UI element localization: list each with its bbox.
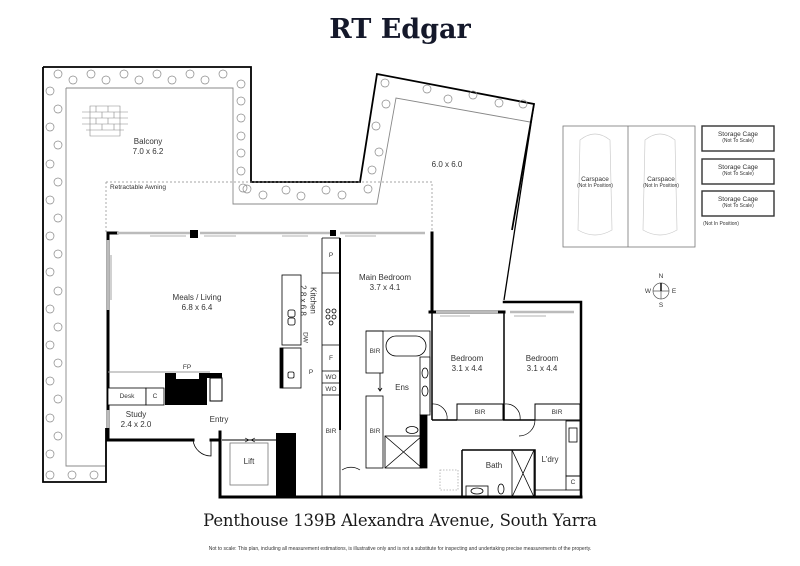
laundry-cupboard-label: C — [570, 479, 576, 486]
ensuite-label: Ens — [395, 383, 409, 392]
bir-label-main-1: BIR — [369, 348, 381, 355]
room-dims: 3.1 x 4.4 — [451, 363, 483, 373]
terrace-label: 6.0 x 6.0 — [432, 160, 463, 170]
storage-name: Storage Cage — [717, 196, 759, 203]
storage-cage-3-label: Storage Cage (Not To Scale) — [718, 196, 758, 210]
bath-label: Bath — [485, 461, 503, 470]
lift-label: Lift — [243, 457, 255, 466]
ensuite — [365, 330, 431, 469]
compass-south: S — [658, 302, 664, 309]
compass-icon — [652, 282, 670, 300]
storage-position-note: (Not In Position) — [703, 221, 739, 227]
room-dims: 3.7 x 4.1 — [369, 282, 401, 292]
bedroom-2-label: Bedroom 3.1 x 4.4 — [451, 354, 483, 373]
bedrooms — [431, 312, 581, 421]
balcony-label: Balcony 7.0 x 6.2 — [133, 137, 164, 156]
brand-logo: RT Edgar — [329, 14, 471, 45]
storage-note: (Not To Scale) — [722, 171, 754, 177]
room-name: Balcony — [133, 137, 163, 146]
bir-label-main-2: BIR — [369, 428, 381, 435]
column — [190, 230, 198, 238]
room-name: Bedroom — [450, 354, 484, 363]
terrace-edge — [503, 103, 535, 301]
room-dims: 6.8 x 6.4 — [181, 302, 213, 312]
property-address: Penthouse 139B Alexandra Avenue, South Y… — [203, 511, 597, 530]
wall-oven-label-1: WO — [325, 374, 337, 381]
pantry-label: P — [328, 252, 334, 259]
carspace-1-label: Carspace (Not In Position) — [577, 176, 613, 190]
storage-cage-1-label: Storage Cage (Not To Scale) — [718, 131, 758, 145]
wall-oven-label-2: WO — [325, 386, 337, 393]
compass-north: N — [658, 273, 664, 280]
exterior-walls — [106, 231, 583, 499]
carspace-note: (Not In Position) — [577, 183, 613, 189]
bir-label-bed2: BIR — [474, 409, 486, 416]
storage-cage-2-label: Storage Cage (Not To Scale) — [718, 164, 758, 178]
room-name: Main Bedroom — [358, 273, 412, 282]
carspace-note: (Not In Position) — [643, 183, 679, 189]
room-name: Bedroom — [525, 354, 559, 363]
fireplace-study — [107, 371, 223, 457]
storage-note: (Not To Scale) — [722, 138, 754, 144]
room-dims: 2.4 x 2.0 — [120, 419, 152, 429]
entry-label: Entry — [209, 415, 229, 424]
awning-outline — [106, 181, 433, 232]
compass-west: W — [644, 288, 652, 295]
main-bedroom-label: Main Bedroom 3.7 x 4.1 — [359, 273, 411, 292]
carspace-name: Carspace — [581, 176, 609, 183]
room-dims: 2.8 x 6.8 — [299, 285, 308, 316]
room-name: Retractable Awning — [110, 184, 166, 191]
bedroom-3-label: Bedroom 3.1 x 4.4 — [526, 354, 558, 373]
compass-east: E — [671, 288, 677, 295]
kitchen-cabinetry — [321, 237, 361, 497]
parking — [562, 125, 775, 248]
meals-living-label: Meals / Living 6.8 x 6.4 — [173, 293, 222, 312]
bath-laundry — [439, 419, 581, 498]
awning-label: Retractable Awning — [110, 184, 166, 191]
storage-name: Storage Cage — [717, 164, 759, 171]
desk-label: Desk — [119, 393, 135, 400]
room-name: Study — [125, 410, 147, 419]
kitchen-island — [279, 274, 302, 389]
pantry-label-2: P — [308, 369, 314, 376]
bir-label-kitchen: BIR — [325, 428, 337, 435]
lift — [222, 433, 296, 497]
brick-bbq-icon — [82, 105, 128, 137]
disclaimer: Not to scale: This plan, including all m… — [208, 546, 592, 552]
kitchen-label: Kitchen 2.8 x 6.8 — [299, 285, 318, 316]
carspace-name: Carspace — [647, 176, 675, 183]
cupboard-label: C — [152, 393, 158, 400]
room-name: Meals / Living — [172, 293, 222, 302]
fridge-label: F — [329, 355, 333, 362]
room-dims: 3.1 x 4.4 — [526, 363, 558, 373]
room-dims: 7.0 x 6.2 — [132, 146, 164, 156]
study-label: Study 2.4 x 2.0 — [121, 410, 152, 429]
bir-label-bed3: BIR — [551, 409, 563, 416]
room-dims: 6.0 x 6.0 — [431, 160, 463, 169]
room-name: Kitchen — [308, 287, 318, 314]
carspace-2-label: Carspace (Not In Position) — [643, 176, 679, 190]
fireplace-label: FP — [182, 364, 192, 371]
dishwasher-label: DW — [301, 332, 309, 343]
windows — [106, 231, 574, 428]
laundry-label: L'dry — [541, 455, 559, 464]
planter-circles — [45, 69, 528, 480]
storage-note: (Not To Scale) — [722, 203, 754, 209]
storage-name: Storage Cage — [717, 131, 759, 138]
